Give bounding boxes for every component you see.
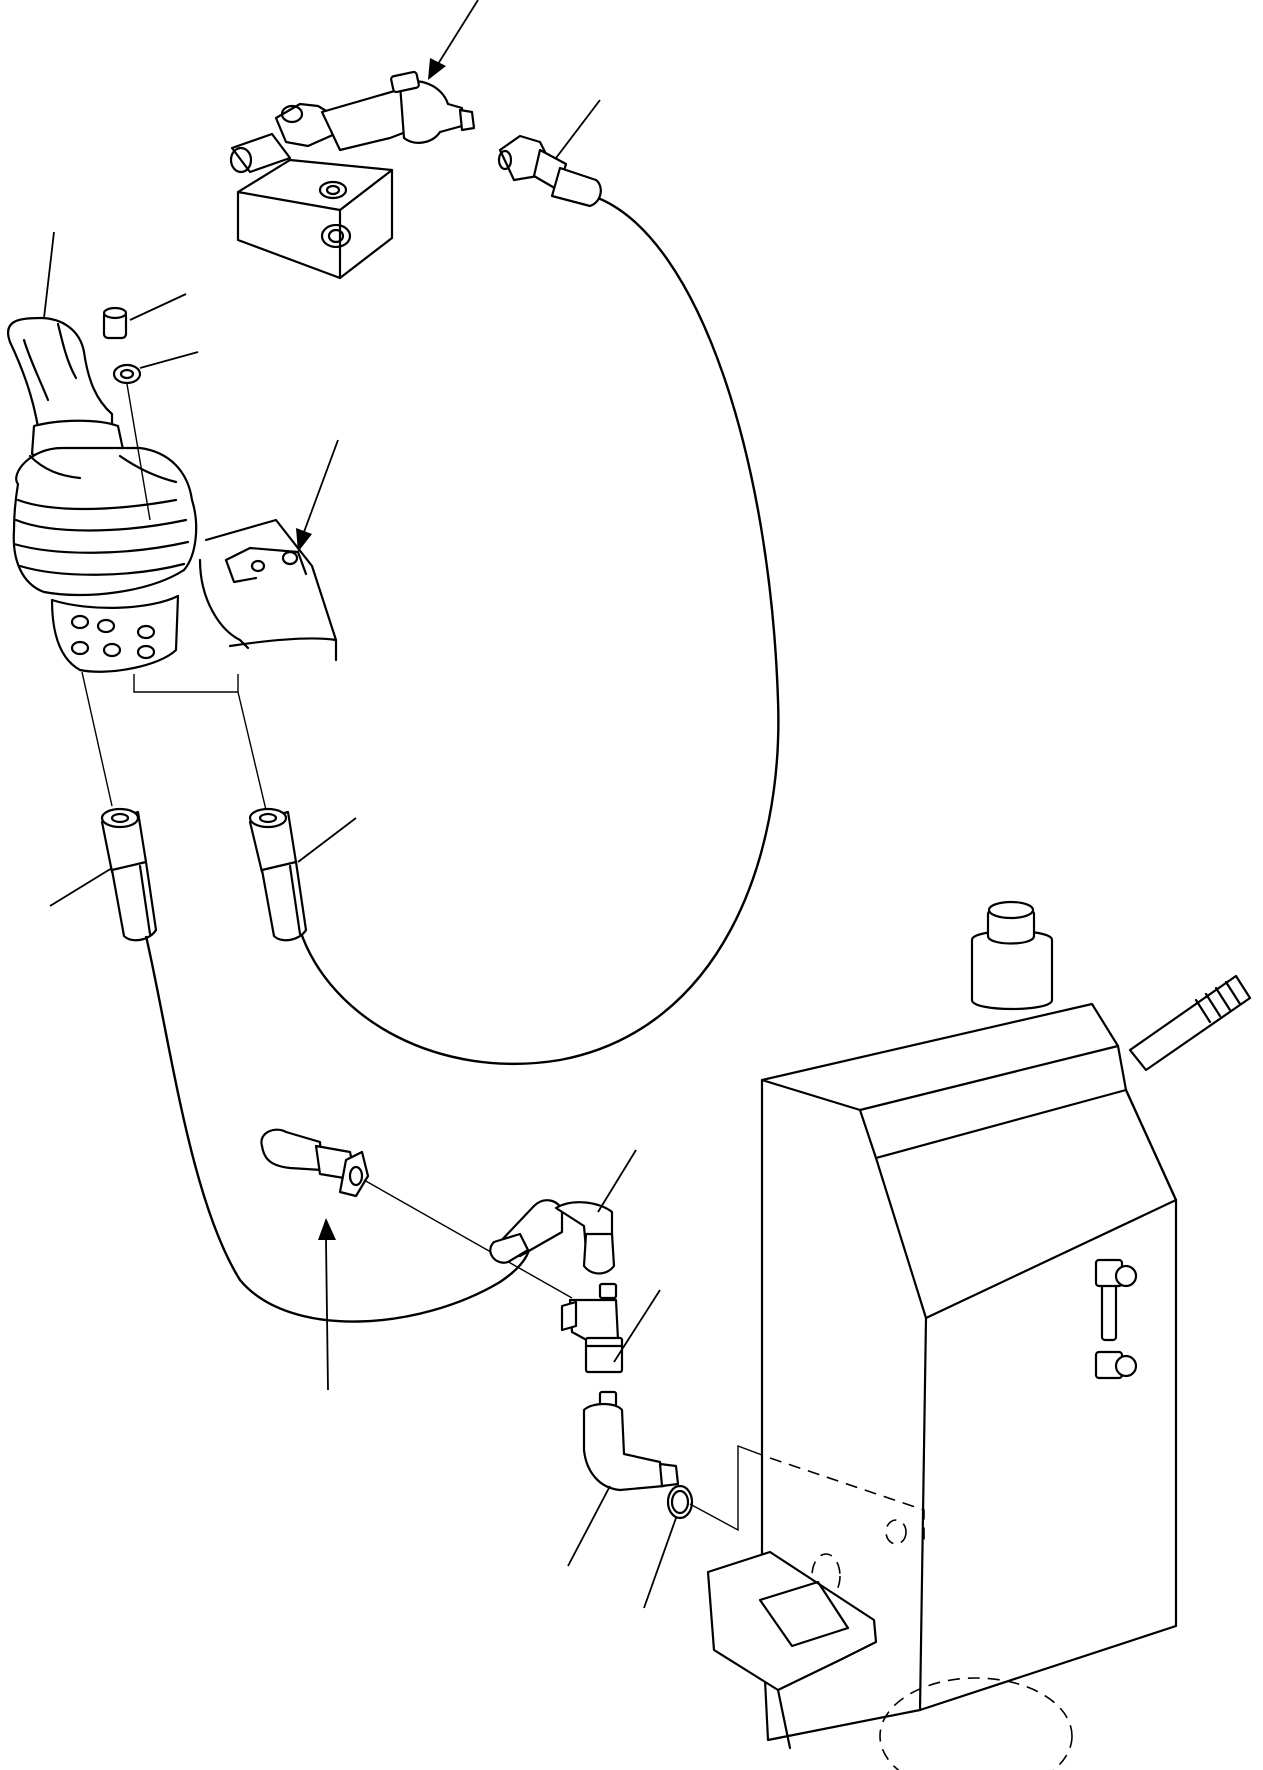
arrow-leader-top: [428, 0, 479, 80]
hose-line-upper: [298, 196, 780, 1065]
arrow-leader-bottom: [318, 1218, 336, 1391]
elbow-fitting-top: [274, 70, 476, 152]
hose-fitting-bottom: [260, 1128, 370, 1198]
arrow-leader-bracket: [296, 439, 339, 552]
mounting-bracket: [198, 518, 338, 662]
hose-line-lower: [144, 935, 532, 1323]
elbow-fitting-lower: [567, 1390, 680, 1567]
port-guide-lines: [133, 674, 239, 693]
tank-port-guide-line: [689, 1444, 771, 1532]
hose-fitting-left: [49, 807, 158, 942]
joystick-lever: [7, 231, 198, 673]
o-ring: [643, 1484, 694, 1609]
hydraulic-tank: [706, 900, 1252, 1770]
washer: [112, 351, 199, 385]
control-valve-block: [229, 132, 394, 280]
bolt-center-line: [126, 383, 151, 521]
hose-fitting-center: [248, 807, 357, 942]
hose-fitting-top: [497, 99, 602, 208]
fitting-guide-line: [363, 1179, 573, 1299]
elbow-fitting-mid: [489, 1149, 637, 1275]
cap-screw: [102, 293, 187, 340]
tee-fitting: [560, 1282, 661, 1374]
